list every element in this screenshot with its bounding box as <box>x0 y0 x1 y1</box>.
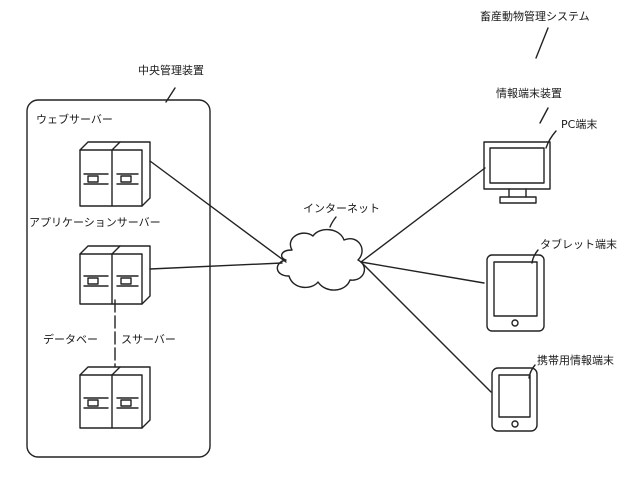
info-terminal-label: 情報端末装置 <box>496 87 562 100</box>
central-unit-label: 中央管理装置 <box>138 64 204 77</box>
info-terminal-leader <box>539 107 549 124</box>
mobile-leader <box>528 364 536 379</box>
tablet-leader <box>531 249 539 264</box>
link-web-internet <box>149 160 287 263</box>
system-title: 畜産動物管理システム <box>480 10 590 23</box>
database-server-label-part2: スサーバー <box>121 333 176 346</box>
system-leader <box>535 27 549 59</box>
tablet-terminal-label: タブレット端末 <box>540 238 617 251</box>
application-server-icon <box>79 245 151 305</box>
internet-label: インターネット <box>303 202 380 215</box>
database-server-label-part1: データベー <box>43 333 98 346</box>
mobile-terminal-icon <box>491 367 538 432</box>
link-app-internet <box>149 262 283 270</box>
central-unit-boundary <box>26 99 211 458</box>
pc-terminal-label: PC端末 <box>561 118 598 131</box>
mobile-terminal-label: 携帯用情報端末 <box>537 354 614 367</box>
database-server-icon <box>79 366 151 429</box>
pc-terminal-icon <box>483 141 551 204</box>
link-internet-pc <box>360 167 486 263</box>
link-internet-tablet <box>360 261 485 284</box>
tablet-terminal-icon <box>486 254 545 332</box>
application-server-label: アプリケーションサーバー <box>29 216 161 229</box>
web-server-label: ウェブサーバー <box>36 113 113 126</box>
pc-leader <box>545 130 557 149</box>
link-internet-mobile <box>360 261 492 393</box>
web-server-icon <box>79 141 151 207</box>
internet-leader <box>329 216 337 228</box>
internet-cloud <box>276 229 366 291</box>
